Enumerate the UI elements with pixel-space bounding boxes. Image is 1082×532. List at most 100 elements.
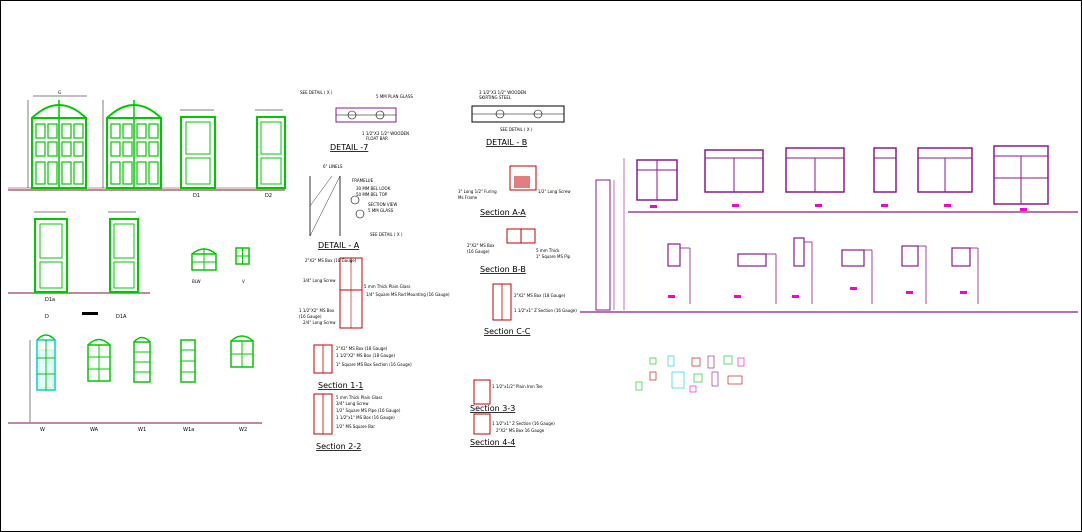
- window-strip-elevation: [580, 145, 1078, 313]
- section-note: 1 1/2"x1" Z Section (16 Gauge): [492, 421, 555, 426]
- detail-note: 50 MM BEL TOP: [356, 192, 388, 197]
- detail-note: 5 MM GLASS: [368, 208, 394, 213]
- section-note: 5 mm Thick: [536, 248, 560, 253]
- door-width-dimension: G: [58, 90, 61, 95]
- section-title: Section A-A: [480, 208, 526, 217]
- separator-bar: [82, 312, 98, 315]
- small-windows: BLW V: [191, 247, 250, 284]
- detail-label: SEE DETAIL ( X ): [300, 90, 333, 95]
- window-label: WA: [90, 427, 99, 433]
- section-note: 3/4" Long Screw: [336, 401, 369, 406]
- detail-label: SEE DETAIL ( X ): [370, 232, 403, 237]
- arched-double-door: G: [27, 90, 87, 189]
- window-label: W1: [138, 427, 146, 433]
- section-note: 1/2" Square MS Pipe (16 Gauge): [336, 408, 401, 413]
- single-door-d1a: D1a: [34, 211, 68, 303]
- section-1-1: 2"X2" MS Box (18 Gauge) 1 1/2"X2" MS Box…: [313, 344, 412, 390]
- detail-note: SECTION VIEW: [368, 202, 397, 207]
- marker: [734, 295, 741, 298]
- window-label: W1a: [183, 427, 194, 433]
- detail-label: SEE DETAIL ( X ): [500, 127, 533, 132]
- marker: [792, 295, 799, 298]
- section-b-b: 2"X2" MS Box (16 Gauge) 5 mm Thick 1" Sq…: [467, 228, 571, 274]
- section-c-c: 2"X2" MS Box (18 Gauge) 1 1/2"x1" Z Sect…: [484, 283, 577, 336]
- section-3-3: 1 1/2"x1/2" Plain Iron Tee Section 3-3: [470, 379, 543, 413]
- marker: [960, 291, 967, 294]
- section-note: 1 1/2"x1" Z Section (16 Gauge): [514, 308, 577, 313]
- section-title: Section 1-1: [318, 381, 363, 390]
- marker: [732, 204, 739, 207]
- detail-label: SKIRTING STEEL: [479, 95, 512, 100]
- section-title: Section 3-3: [470, 404, 515, 413]
- section-note: (16 Gauge): [299, 314, 322, 319]
- section-note: 1 1/2"x1" MS Box (16 Gauge): [336, 415, 395, 420]
- section-note: 1" Square MS Pip: [536, 254, 571, 259]
- marker: [1020, 208, 1027, 211]
- section-note: 5 mm Thick Plain Glass: [364, 284, 410, 289]
- section-title: Section 4-4: [470, 438, 515, 447]
- window-w1: W1: [133, 336, 151, 433]
- section-note: 2"X2" MS Box 16 Gauge: [496, 428, 545, 433]
- single-door: [108, 211, 139, 293]
- marker: [906, 291, 913, 294]
- section-2-2: 5 mm Thick Plain Glass 3/4" Long Screw 1…: [313, 393, 401, 451]
- detail-title: DETAIL -7: [330, 143, 368, 152]
- section-note: 5 mm Thick Plain Glass: [336, 395, 382, 400]
- section-note: 3/4" Long Screw: [303, 278, 336, 283]
- detail-label: 1 1/2"X3 1/2" WOODEN: [362, 131, 409, 136]
- section-note: 2"X2" MS Box: [467, 243, 495, 248]
- door-elevations-row-2: D1a D D1A: [8, 211, 150, 320]
- door-label: D2: [265, 193, 272, 199]
- section-note: 1 1/2"X2" MS Box: [299, 308, 335, 313]
- single-door-d2: D2: [255, 109, 286, 199]
- window-label: V: [242, 279, 245, 284]
- detail-title: DETAIL - B: [486, 138, 527, 147]
- section-note: 2"X2" MS Box (18 Gauge): [336, 346, 388, 351]
- door-label: D: [45, 314, 49, 320]
- single-door-d1: D1: [180, 109, 216, 199]
- section-note: Ms Frame: [458, 195, 478, 200]
- door-elevations: G: [8, 90, 286, 199]
- marker: [881, 204, 888, 207]
- marker: [650, 205, 657, 208]
- marker: [944, 204, 951, 207]
- section-note: 3" Long 1/2" Furing: [458, 189, 497, 194]
- detail-a: 6" LINELS FRAMELUE 30 MM BEL LOOK 50 MM …: [309, 164, 403, 250]
- detail-label: FLOAT BAR: [366, 136, 388, 141]
- door-label: D1A: [116, 314, 127, 320]
- door-label: D1: [193, 193, 200, 199]
- section-note: (16 Gauge): [467, 249, 490, 254]
- detail-x: SEE DETAIL ( X ) 5 MM PLAN GLASS 1 1/2"X…: [300, 90, 413, 152]
- section-note: 1/2" MS Square Bar: [336, 424, 375, 429]
- section-note: 2"X2" MS Box (18 Gauge): [305, 258, 357, 263]
- detail-title: DETAIL - A: [318, 241, 360, 250]
- section-mid: 2"X2" MS Box (18 Gauge) 5 mm Thick Plain…: [299, 257, 450, 329]
- window-w2: W2: [230, 335, 254, 433]
- detail-note: FRAMELUE: [352, 178, 374, 183]
- section-note: 2"X2" MS Box (18 Gauge): [514, 293, 566, 298]
- section-note: 1/4" Square MS Rod Mounting (16 Gauge): [366, 292, 450, 297]
- detail-note: 30 MM BEL LOOK: [356, 186, 391, 191]
- arched-double-door: [102, 100, 162, 189]
- detail-b: 3 1/2"X3 1/2" WOODEN SKIRTING STEEL SEE …: [471, 90, 565, 147]
- section-a-a: 3" Long 1/2" Furing Ms Frame 1/2" Long S…: [458, 165, 571, 217]
- section-note: 1 1/2"X2" MS Box (18 Gauge): [336, 353, 395, 358]
- window-elevations: W WA W1 W1a: [8, 334, 262, 433]
- marker: [668, 295, 675, 298]
- window-label: W2: [239, 427, 247, 433]
- section-note: 1/2" Long Screw: [538, 189, 571, 194]
- marker: [815, 204, 822, 207]
- window-wa: WA: [87, 338, 111, 433]
- section-note: 1" Square MS Box Section (16 Gauge): [336, 362, 412, 367]
- section-title: Section B-B: [480, 265, 526, 274]
- marker: [850, 287, 857, 290]
- detail-label: 3 1/2"X3 1/2" WOODEN: [479, 90, 526, 95]
- section-title: Section C-C: [484, 327, 531, 336]
- window-label: W: [40, 427, 45, 433]
- door-label: D1a: [45, 297, 55, 303]
- section-title: Section 2-2: [316, 442, 361, 451]
- section-note: 1 1/2"x1/2" Plain Iron Tee: [492, 384, 543, 389]
- mini-detail-cluster: [635, 355, 745, 393]
